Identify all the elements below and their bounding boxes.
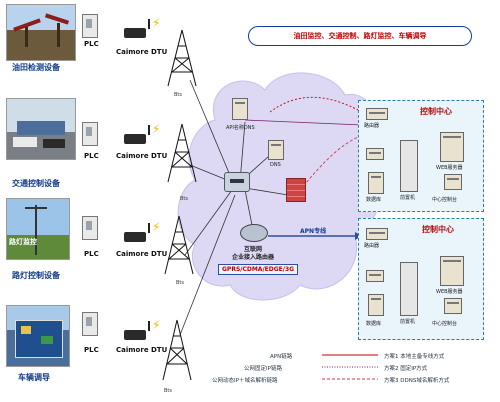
device-label: 路由器 (364, 123, 380, 129)
plc-device-icon (82, 216, 98, 240)
bts-label: Bts (180, 196, 188, 202)
dtu-label: Caimore DTU (116, 48, 168, 56)
dtu-label: Caimore DTU (116, 250, 168, 258)
control-center-title: 控制中心 (422, 225, 454, 234)
device-label: 前置机 (400, 195, 416, 201)
traffic-photo (6, 98, 76, 160)
dns-label: DNS (270, 162, 281, 168)
dns-server-icon (268, 140, 284, 160)
device-label: 前置机 (400, 319, 416, 325)
signal-bolt-icon: ⚡ (152, 220, 161, 234)
site-caption: 路灯控制设备 (12, 271, 60, 280)
web-server-icon (440, 256, 464, 286)
scenario-label: 油田监控、交通控制、路灯监控、车辆调导 (248, 26, 472, 46)
device-label: WEB服务器 (436, 289, 463, 295)
streetlight-photo: 路灯监控 (6, 198, 70, 260)
bts-tower-icon (162, 319, 192, 381)
dtu-label: Caimore DTU (116, 152, 168, 160)
site-caption: 交通控制设备 (12, 179, 60, 188)
bts-tower-icon (164, 215, 194, 275)
dtu-device-icon (124, 223, 150, 242)
protocols-label: GPRS/CDMA/EDGE/3G (218, 264, 299, 275)
dtu-device-icon (124, 19, 150, 38)
router-label-line1: 互联网 (244, 246, 263, 253)
printer-icon (366, 148, 384, 160)
bts-label: Bts (174, 92, 182, 98)
firewall-icon (286, 178, 306, 202)
site-caption: 油田检测设备 (12, 63, 60, 72)
signal-bolt-icon: ⚡ (152, 16, 161, 30)
dtu-label: Caimore DTU (116, 346, 168, 354)
device-label: 中心控制台 (432, 321, 458, 327)
plc-label: PLC (84, 346, 99, 354)
gprs-gateway-icon (224, 172, 250, 192)
front-end-server-icon (400, 140, 418, 192)
plc-label: PLC (84, 40, 99, 48)
plc-device-icon (82, 14, 98, 38)
device-label: WEB服务器 (436, 165, 463, 171)
photo-overlay-text: 路灯监控 (9, 238, 37, 246)
device-label: 数据库 (366, 197, 382, 203)
site-caption: 车辆调导 (18, 373, 50, 382)
bts-label: Bts (176, 280, 184, 286)
signal-bolt-icon: ⚡ (152, 318, 161, 332)
database-icon (368, 294, 384, 316)
router-icon (240, 224, 268, 242)
web-server-icon (440, 132, 464, 162)
printer-icon (366, 270, 384, 282)
plc-label: PLC (84, 152, 99, 160)
dtu-device-icon (124, 125, 150, 144)
plc-device-icon (82, 122, 98, 146)
legend-scheme-3: 方案3 DDNS域名解析方式 (384, 378, 450, 384)
vehicle-photo (6, 305, 70, 367)
front-end-server-icon (400, 262, 418, 316)
legend-scheme-2: 方案2 固定IP方式 (384, 366, 428, 372)
database-icon (368, 172, 384, 194)
dns-center-label: API名称DNS (226, 125, 255, 131)
router-icon (366, 228, 388, 240)
plc-device-icon (82, 312, 98, 336)
plc-label: PLC (84, 250, 99, 258)
device-label: 中心控制台 (432, 197, 458, 203)
dns-center-server-icon (232, 98, 248, 120)
router-icon (366, 108, 388, 120)
legend-apn-link: APN链路 (270, 354, 293, 360)
dtu-device-icon (124, 321, 150, 340)
bts-label: Bts (164, 388, 172, 394)
control-center-title: 控制中心 (420, 107, 452, 116)
oilfield-photo (6, 4, 76, 61)
signal-bolt-icon: ⚡ (152, 122, 161, 136)
device-label: 数据库 (366, 321, 382, 327)
monitor-icon (444, 298, 462, 314)
bts-tower-icon (167, 123, 197, 183)
router-label-line2: 企业接入路由器 (232, 254, 275, 261)
legend-scheme-1: 方案1 本地主备专线方式 (384, 354, 445, 360)
monitor-icon (444, 174, 462, 190)
legend-ddns-link: 公网动态IP＋域名解析链路 (212, 378, 278, 384)
apn-line-label: APN专线 (300, 228, 327, 235)
bts-tower-icon (167, 29, 197, 87)
device-label: 路由器 (364, 243, 380, 249)
legend-fixed-ip-link: 公网固定IP链路 (244, 366, 282, 372)
